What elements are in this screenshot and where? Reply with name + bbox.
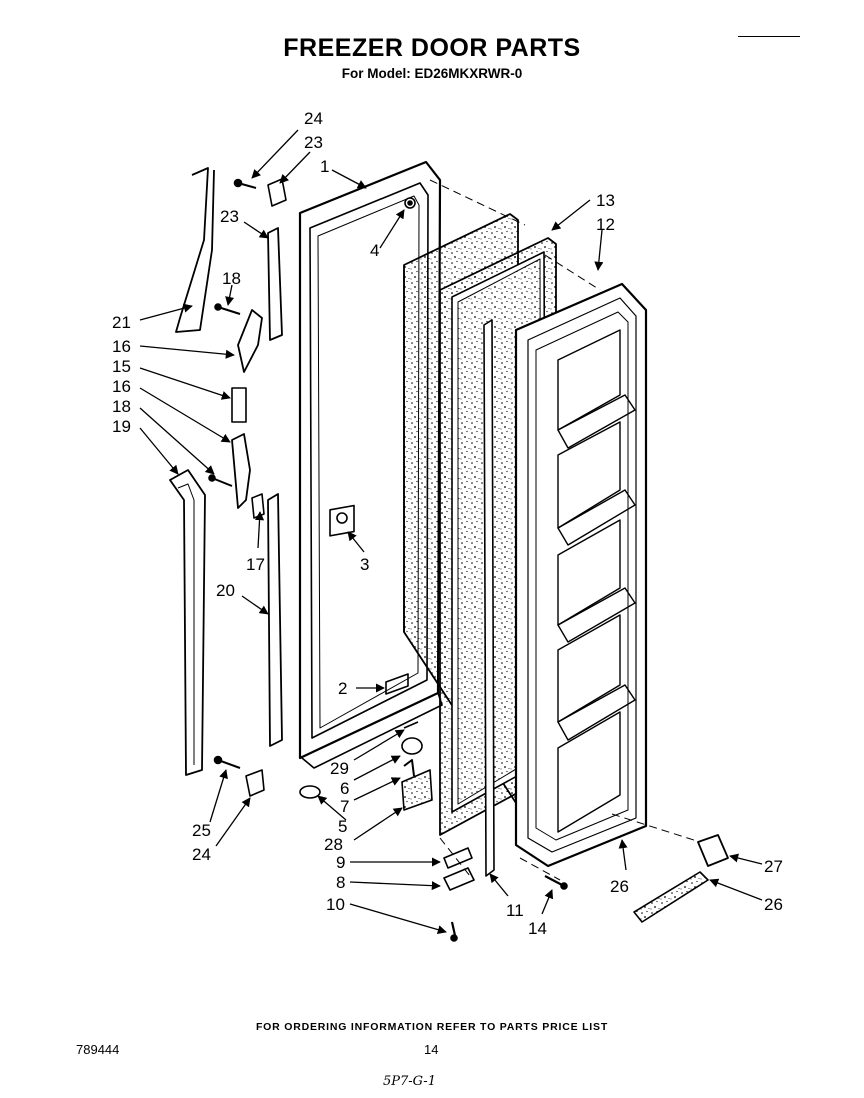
callout-14: 14 (528, 919, 547, 938)
door-stop-parts (443, 847, 475, 942)
callout-25: 26 (610, 877, 629, 896)
callout-3: 3 (360, 555, 369, 574)
corner-mark (738, 36, 800, 37)
model-subtitle: For Model: ED26MKXRWR-0 (341, 66, 523, 81)
callout-10: 10 (326, 895, 345, 914)
callout-24-bottom: 25 (192, 821, 211, 840)
bottom-cap-screw (213, 755, 265, 797)
callout-17: 17 (246, 555, 265, 574)
callout-11: 11 (506, 901, 524, 920)
callout-8: 8 (336, 873, 345, 892)
callout-28: 28 (324, 835, 343, 854)
callout-16-top: 16 (112, 337, 131, 356)
callout-5: 5 (338, 817, 347, 836)
door-inner-liner (514, 282, 648, 868)
callout-6: 6 (340, 779, 349, 798)
callout-29: 29 (330, 759, 349, 778)
screw-14 (544, 875, 568, 890)
bottom-hinge-parts (299, 721, 433, 811)
page-number: 14 (424, 1042, 439, 1057)
callout-18-top: 18 (222, 269, 241, 288)
handwritten-note: 5P7-G-1 (383, 1074, 436, 1089)
ordering-note: FOR ORDERING INFORMATION REFER TO PARTS … (255, 1021, 609, 1033)
callout-2: 2 (338, 679, 347, 698)
callout-15: 15 (112, 357, 131, 376)
callout-19: 19 (112, 417, 131, 436)
callout-18-bottom: 18 (112, 397, 131, 416)
door-shelves (557, 329, 636, 833)
hinge-assembly (231, 227, 283, 747)
callout-16-bottom: 16 (112, 377, 131, 396)
callout-1: 1 (320, 157, 329, 176)
callout-12: 12 (596, 215, 615, 234)
callout-24-top: 24 (304, 109, 323, 128)
small-screws (208, 303, 241, 487)
breaker-strip (483, 319, 495, 877)
document-number: 789444 (76, 1042, 120, 1057)
callout-4: 4 (370, 241, 379, 260)
callout-22: 23 (220, 207, 239, 226)
callout-20: 21 (112, 313, 131, 332)
handle-parts (633, 834, 729, 923)
callout-26: 26 (764, 895, 783, 914)
callout-23-bottom: 24 (192, 845, 211, 864)
callout-27: 27 (764, 857, 783, 876)
callout-21: 20 (216, 581, 235, 600)
callout-13: 13 (596, 191, 615, 210)
leader-lines (139, 129, 763, 935)
callout-23-top: 23 (304, 133, 323, 152)
callout-labels: 24 23 1 23 18 21 16 15 16 18 19 17 20 4 … (112, 109, 783, 938)
page-title: FREEZER DOOR PARTS (283, 34, 581, 62)
callout-9: 9 (336, 853, 345, 872)
callout-7: 7 (340, 797, 349, 816)
trim-strips (169, 167, 215, 776)
door-fittings (329, 197, 416, 695)
top-cap-screw (233, 178, 287, 207)
